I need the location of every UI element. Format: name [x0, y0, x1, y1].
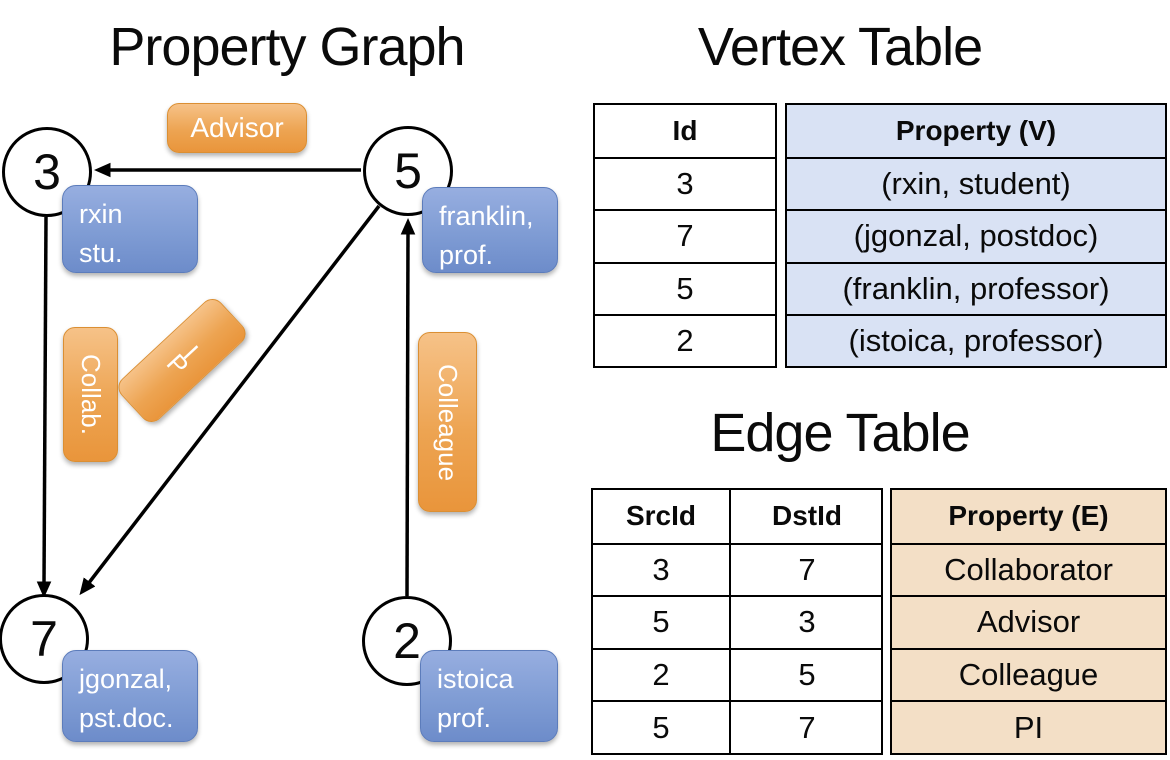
- table-row: (jgonzal, postdoc): [787, 209, 1165, 261]
- vertex-table-id-column: Id 3 7 5 2: [593, 103, 777, 368]
- vertex-node-2: 2: [362, 596, 452, 686]
- vertex-table-header-property: Property (V): [895, 115, 1057, 147]
- edge-table-header-ids: SrcId DstId: [593, 490, 883, 543]
- vertex-table-property-column: Property (V) (rxin, student) (jgonzal, p…: [785, 103, 1167, 368]
- vertex-property-box-2: istoica prof.: [420, 650, 558, 742]
- edge-table-property-column: Property (E) Collaborator Advisor Collea…: [890, 488, 1167, 755]
- edge-label-advisor: Advisor: [167, 103, 307, 153]
- table-row: Collaborator: [892, 542, 1165, 596]
- vertex-property-line: istoica: [437, 664, 514, 694]
- table-row: 3: [595, 157, 775, 209]
- vertex-property-box-5: franklin, prof.: [422, 187, 558, 273]
- vertex-table-title: Vertex Table: [697, 17, 983, 77]
- edge-2-to-5: [400, 218, 416, 597]
- vertex-property-line: prof.: [437, 703, 492, 734]
- edge-label-text: Advisor: [190, 112, 284, 143]
- edge-label-text: PI: [160, 339, 205, 382]
- table-row: 5: [595, 261, 775, 314]
- table-row: 7: [595, 209, 775, 261]
- edge-label-text: Colleague: [433, 363, 463, 481]
- table-row: PI: [892, 700, 1165, 753]
- table-row: (istoica, professor): [787, 313, 1165, 366]
- vertex-property-line: rxin: [79, 199, 123, 229]
- vertex-property-line: franklin,: [439, 201, 534, 231]
- vertex-node-5: 5: [363, 126, 453, 216]
- edge-label-text: Collab.: [76, 354, 106, 435]
- edge-table-header-property: Property (E): [948, 500, 1109, 532]
- graph-edges-svg: [36, 162, 416, 598]
- edge-table-header-src: SrcId: [625, 500, 697, 532]
- edge-label-colleague: Colleague: [418, 332, 477, 512]
- table-row: 2: [595, 313, 775, 366]
- vertex-property-line: jgonzal,: [79, 664, 173, 694]
- edge-5-to-7: [79, 204, 381, 596]
- vertex-id-label: 2: [393, 613, 421, 669]
- vertex-property-box-3: rxin stu.: [62, 185, 198, 273]
- table-row: Advisor: [892, 595, 1165, 648]
- edge-3-to-7: [36, 216, 52, 598]
- vertex-property-line: stu.: [79, 238, 123, 269]
- table-row: (rxin, student): [787, 157, 1165, 209]
- edge-table-header-dst: DstId: [729, 490, 883, 543]
- vertex-property-box-7: jgonzal, pst.doc.: [62, 650, 198, 742]
- vertex-property-line: prof.: [439, 240, 494, 271]
- property-graph-title: Property Graph: [109, 17, 465, 77]
- table-row: Colleague: [892, 647, 1165, 701]
- edge-table-title: Edge Table: [710, 403, 970, 463]
- vertex-id-label: 7: [30, 611, 58, 667]
- vertex-id-label: 3: [33, 144, 61, 200]
- vertex-table-header-id: Id: [672, 115, 698, 147]
- vertex-id-label: 5: [394, 143, 422, 199]
- table-row: (franklin, professor): [787, 261, 1165, 314]
- edge-label-collab: Collab.: [63, 327, 118, 462]
- vertex-property-line: pst.doc.: [79, 703, 174, 734]
